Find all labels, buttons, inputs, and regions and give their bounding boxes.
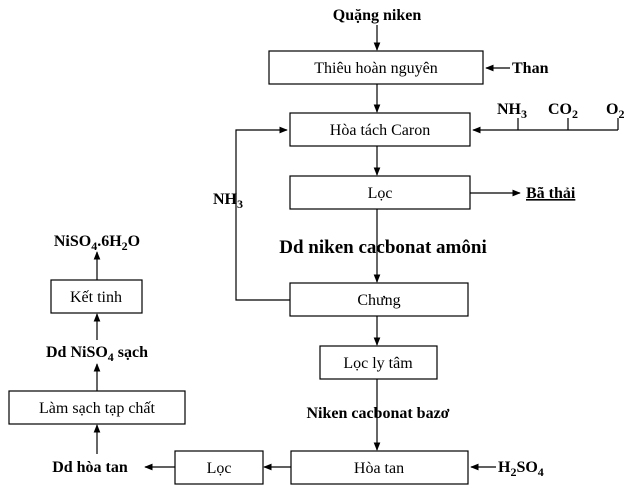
- purify-box: [8, 390, 186, 425]
- leach-label: Hòa tách Caron: [330, 122, 430, 139]
- nh3-input-label: NH3: [497, 101, 527, 121]
- leach-box: [289, 112, 471, 147]
- crystallize-label: Kết tinh: [70, 289, 122, 306]
- purify-label: Làm sạch tạp chất: [39, 400, 156, 417]
- filter2-label: Lọc: [207, 460, 232, 477]
- ore-label: Quặng niken: [333, 7, 422, 24]
- co2-input-label: CO2: [548, 101, 578, 121]
- filter2-box: [174, 450, 264, 485]
- o2-input-label: O2: [606, 101, 624, 121]
- dissolve-box: [290, 450, 469, 485]
- dissolved-label: Dd hòa tan: [52, 459, 128, 476]
- solution-label: Dd niken cacbonat amôni: [279, 237, 486, 258]
- pure-niso4-label: Dd NiSO4 sạch: [46, 344, 148, 364]
- dissolve-label: Hòa tan: [354, 460, 404, 477]
- filter1-label: Lọc: [368, 185, 393, 202]
- roast-box: [268, 50, 484, 85]
- nh3-recycle-loop: [235, 126, 290, 301]
- centrifuge-box: [319, 345, 438, 380]
- coal-label: Than: [512, 60, 549, 77]
- tailings-label: Bã thải: [526, 185, 576, 202]
- centrifuge-label: Lọc ly tâm: [343, 355, 413, 372]
- roast-label: Thiêu hoàn nguyên: [314, 60, 438, 77]
- nh3-recycle-label: NH3: [213, 191, 243, 211]
- h2so4-label: H2SO4: [498, 459, 544, 479]
- basic-carbonate-label: Niken cacbonat bazơ: [306, 405, 449, 422]
- crystallize-box: [50, 279, 143, 314]
- distill-label: Chưng: [357, 292, 400, 309]
- distill-box: [289, 282, 469, 317]
- product-label: NiSO4.6H2O: [54, 233, 140, 253]
